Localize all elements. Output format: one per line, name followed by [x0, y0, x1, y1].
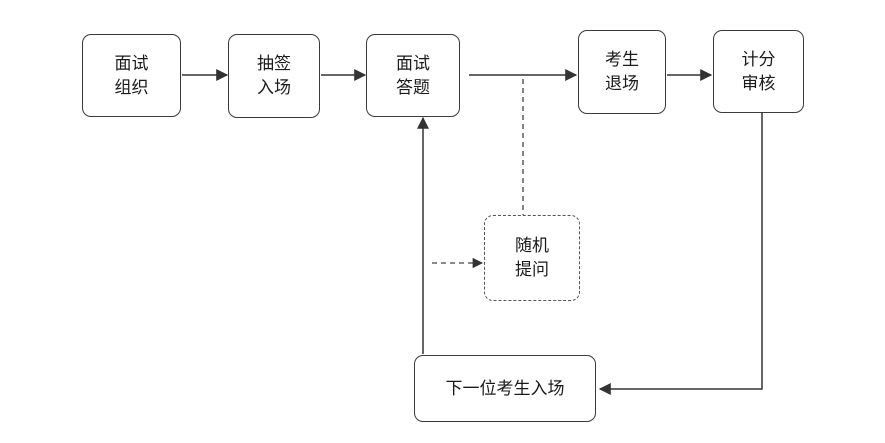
node-scoring-review-line2: 审核 — [741, 73, 776, 94]
node-scoring-review-line1: 计分 — [741, 49, 776, 70]
node-random-questions-line2: 提问 — [515, 260, 549, 280]
node-candidate-exit-line2: 退场 — [605, 74, 639, 94]
node-next-candidate-enters-label: 下一位考生入场 — [445, 378, 565, 399]
node-random-questions: 随机 提问 — [484, 215, 580, 301]
node-interview-answering-line1: 面试 — [396, 53, 430, 74]
node-draw-and-enter: 抽签 入场 — [228, 34, 320, 118]
node-interview-organization-line1: 面试 — [114, 53, 149, 74]
node-interview-answering-line2: 答题 — [396, 77, 430, 98]
node-candidate-exit: 考生 退场 — [578, 30, 666, 114]
arrow-scoring-to-next-candidate — [598, 113, 763, 395]
node-interview-organization: 面试 组织 — [82, 34, 181, 117]
node-draw-and-enter-line1: 抽签 — [257, 54, 291, 74]
node-scoring-review: 计分 审核 — [713, 30, 804, 113]
node-candidate-exit-line1: 考生 — [605, 50, 639, 70]
node-interview-organization-line2: 组织 — [114, 77, 149, 98]
node-random-questions-line1: 随机 — [515, 236, 549, 256]
node-next-candidate-enters: 下一位考生入场 — [414, 355, 596, 422]
node-interview-answering: 面试 答题 — [366, 34, 460, 117]
node-draw-and-enter-line2: 入场 — [257, 78, 291, 98]
